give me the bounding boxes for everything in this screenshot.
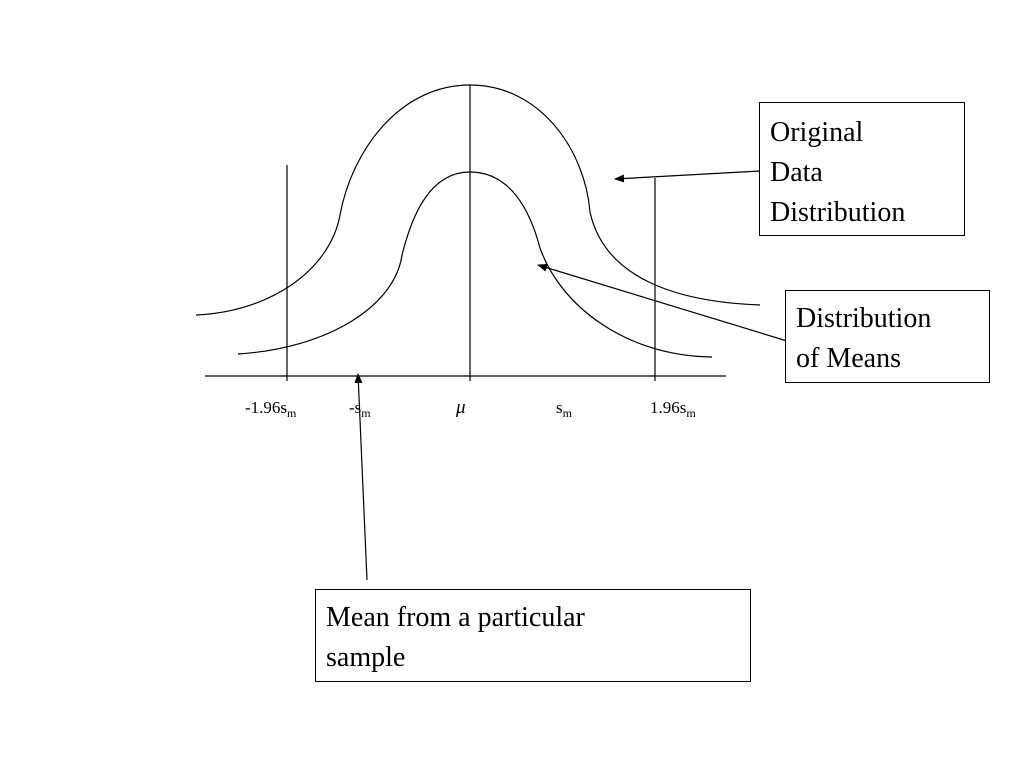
arrow-to-original-curve <box>614 170 761 183</box>
original-distribution-curve <box>195 84 761 316</box>
means-distribution-curve <box>237 171 713 358</box>
tick-label-minus-1: -sm <box>349 398 371 420</box>
callout-line: Original <box>770 117 864 148</box>
arrow-to-means-curve <box>537 263 788 342</box>
tick-label-minus-196: -1.96sm <box>245 398 297 420</box>
callout-line: Mean from a particular <box>326 602 585 633</box>
callout-line: of Means <box>796 343 901 374</box>
callout-original-distribution: Original Data Distribution <box>759 102 965 236</box>
tick-label-plus-196: 1.96sm <box>650 398 696 420</box>
callout-line: Data <box>770 157 823 188</box>
callout-sample-mean: Mean from a particular sample <box>315 589 751 682</box>
tick-label-mu: μ <box>455 397 466 418</box>
callout-line: sample <box>326 642 406 673</box>
tick-label-plus-1: sm <box>556 398 573 420</box>
callout-distribution-of-means: Distribution of Means <box>785 290 990 383</box>
callout-line: Distribution <box>796 303 932 334</box>
arrow-to-sample-mean <box>354 373 368 581</box>
callout-line: Distribution <box>770 197 906 228</box>
